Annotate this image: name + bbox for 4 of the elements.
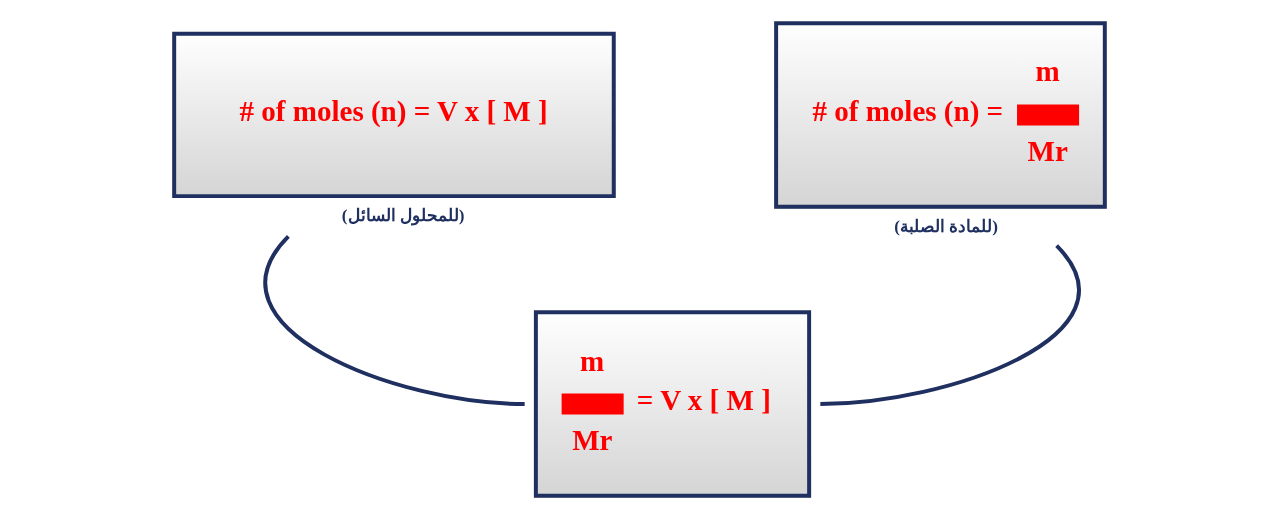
node-label: (للمحلول السائل) [341,206,465,226]
node-label: (للمادة الصلبة) [894,216,999,236]
connector [263,235,525,407]
connector [820,244,1081,407]
